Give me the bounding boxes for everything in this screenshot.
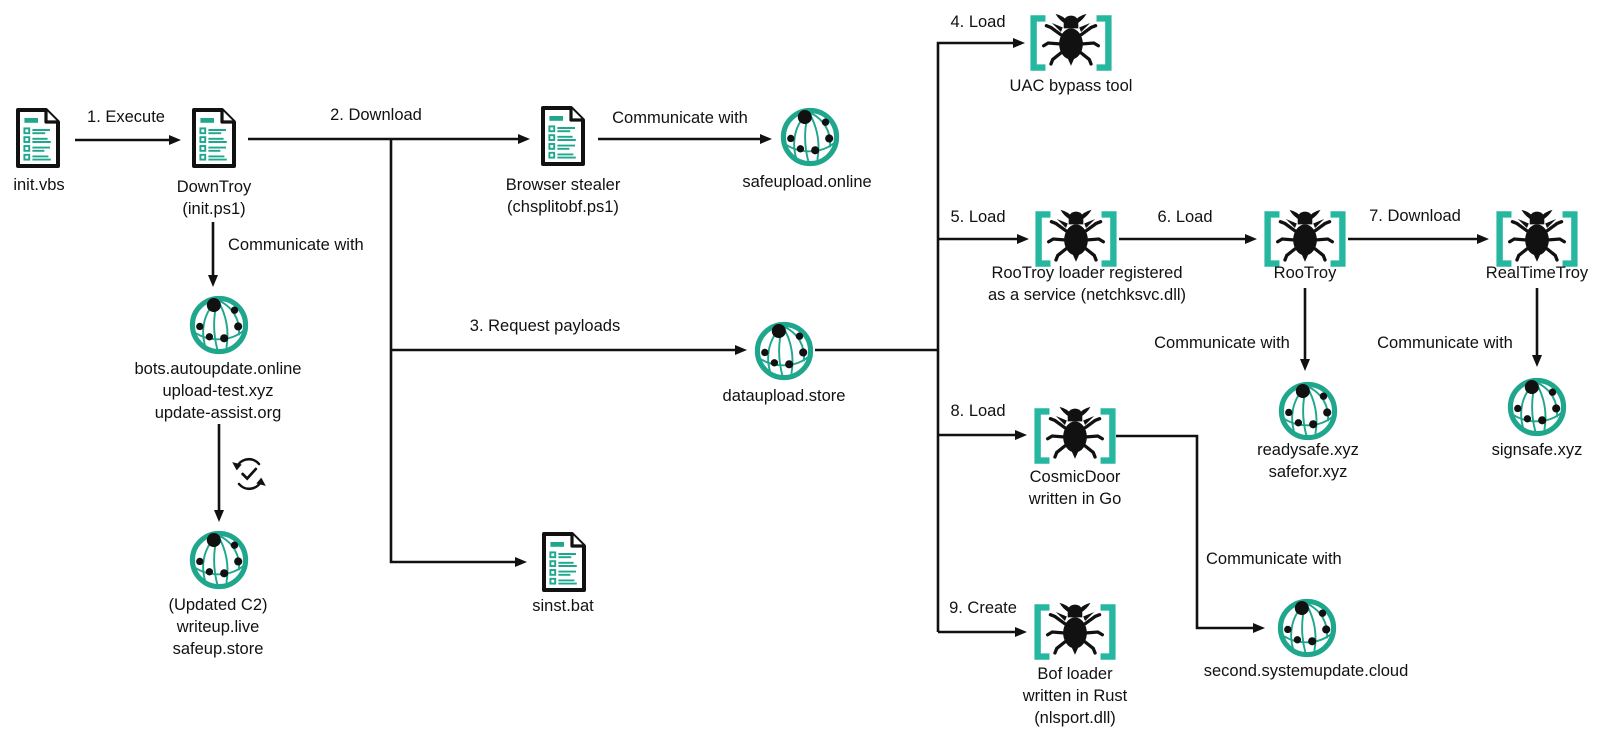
edge-label-load-6: 6. Load — [1157, 208, 1213, 226]
document-icon — [540, 530, 588, 594]
network-globe-icon — [1277, 380, 1339, 442]
node-dataupload-label: dataupload.store — [722, 387, 846, 405]
network-globe-icon — [753, 320, 815, 382]
edge-label-execute: 1. Execute — [87, 108, 165, 126]
document-icon — [190, 106, 238, 170]
node-signsafe-label: signsafe.xyz — [1491, 441, 1583, 459]
edge-label-communicate-cosmicdoor: Communicate with — [1206, 550, 1342, 568]
malware-bug-icon — [1029, 405, 1121, 467]
node-readysafe-label: readysafe.xyz safefor.xyz — [1257, 441, 1359, 481]
node-browser-stealer-label: Browser stealer (chsplitobf.ps1) — [505, 176, 621, 216]
malware-bug-icon — [1030, 208, 1122, 270]
node-rootroy-loader-label: RooTroy loader registered as a service (… — [987, 264, 1187, 304]
edge-label-communicate-rootroy: Communicate with — [1154, 334, 1290, 352]
network-globe-icon — [188, 294, 250, 356]
node-rootroy-label: RooTroy — [1273, 264, 1337, 282]
node-uac-bypass-label: UAC bypass tool — [1009, 77, 1133, 95]
node-bof-loader-label: Bof loader written in Rust (nlsport.dll) — [1022, 665, 1128, 727]
node-sinst-label: sinst.bat — [532, 597, 594, 615]
edge-label-download: 2. Download — [330, 106, 422, 124]
network-globe-icon — [188, 529, 250, 591]
edge-label-communicate-stealer: Communicate with — [612, 109, 748, 127]
network-globe-icon — [779, 106, 841, 168]
malware-bug-icon — [1029, 601, 1121, 663]
edge-label-request-payloads: 3. Request payloads — [469, 317, 621, 335]
edge-label-create-9: 9. Create — [949, 599, 1017, 617]
node-safeupload-label: safeupload.online — [742, 173, 872, 191]
node-init-vbs-label: init.vbs — [13, 176, 65, 194]
refresh-check-icon — [229, 452, 269, 496]
edge-label-load-4: 4. Load — [950, 13, 1006, 31]
malware-bug-icon — [1491, 208, 1583, 270]
edge-label-communicate-realtimetroy: Communicate with — [1377, 334, 1513, 352]
node-cosmicdoor-label: CosmicDoor written in Go — [1028, 468, 1122, 508]
node-c2-initial-label: bots.autoupdate.online upload-test.xyz u… — [134, 360, 302, 422]
edge-label-load-5: 5. Load — [950, 208, 1006, 226]
malware-bug-icon — [1025, 12, 1117, 74]
malware-bug-icon — [1259, 208, 1351, 270]
document-icon — [14, 106, 62, 170]
network-globe-icon — [1276, 597, 1338, 659]
edge-label-download-7: 7. Download — [1369, 207, 1461, 225]
network-globe-icon — [1506, 376, 1568, 438]
document-icon — [539, 104, 587, 168]
edge-label-communicate-downtroy: Communicate with — [228, 236, 364, 254]
node-c2-updated-label: (Updated C2) writeup.live safeup.store — [168, 596, 268, 658]
edge-label-load-8: 8. Load — [950, 402, 1006, 420]
node-realtimetroy-label: RealTimeTroy — [1485, 264, 1589, 282]
node-second-c2-label: second.systemupdate.cloud — [1203, 662, 1409, 680]
node-downtroy-label: DownTroy (init.ps1) — [176, 178, 252, 218]
